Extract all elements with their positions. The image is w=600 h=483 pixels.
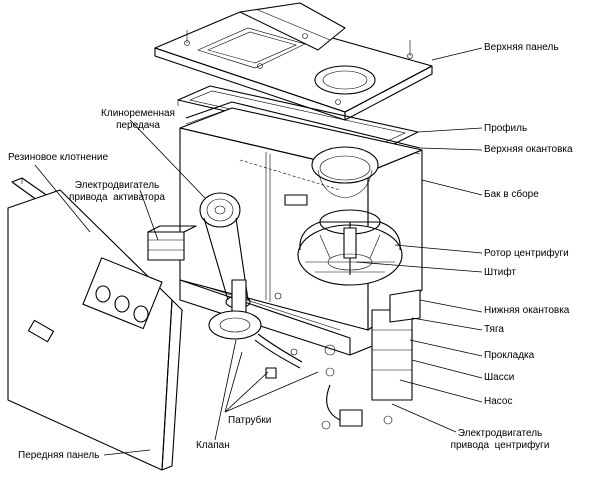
- rotor-part: [297, 209, 403, 286]
- label-top-edging: Верхняя окантовка: [484, 144, 573, 155]
- front-panel-part: [7, 189, 183, 471]
- label-gasket: Прокладка: [484, 350, 535, 361]
- label-rubber-seal: Резиновое клотнение: [8, 152, 109, 163]
- label-profile: Профиль: [484, 123, 528, 134]
- label-valve: Клапан: [196, 440, 230, 451]
- label-centrifuge-rotor: Ротор центрифуги: [484, 248, 569, 259]
- label-chassis: Шасси: [484, 372, 515, 383]
- label-pump: Насос: [484, 396, 513, 407]
- label-tank-assembly: Бак в сборе: [484, 189, 539, 200]
- label-centrifuge-motor: Электродвигатель привода центрифуги: [450, 428, 550, 451]
- label-front-panel: Передняя панель: [18, 450, 100, 461]
- v-belt-part: [199, 192, 251, 309]
- activator-motor-part: [147, 225, 197, 261]
- label-pin: Штифт: [484, 267, 516, 278]
- label-v-belt: Клиноременная передача: [101, 108, 175, 131]
- label-top-panel: Верхняя панель: [484, 42, 559, 53]
- label-rod: Тяга: [484, 324, 504, 335]
- label-pipes: Патрубки: [228, 415, 272, 426]
- pump-part: [321, 289, 421, 430]
- leader-lines: [34, 47, 483, 456]
- label-activator-motor: Электродвигатель привода активатора: [69, 180, 165, 203]
- top-panel-part: [154, 2, 433, 121]
- label-bottom-edging: Нижняя окантовка: [484, 305, 570, 316]
- valve-part: [208, 279, 336, 379]
